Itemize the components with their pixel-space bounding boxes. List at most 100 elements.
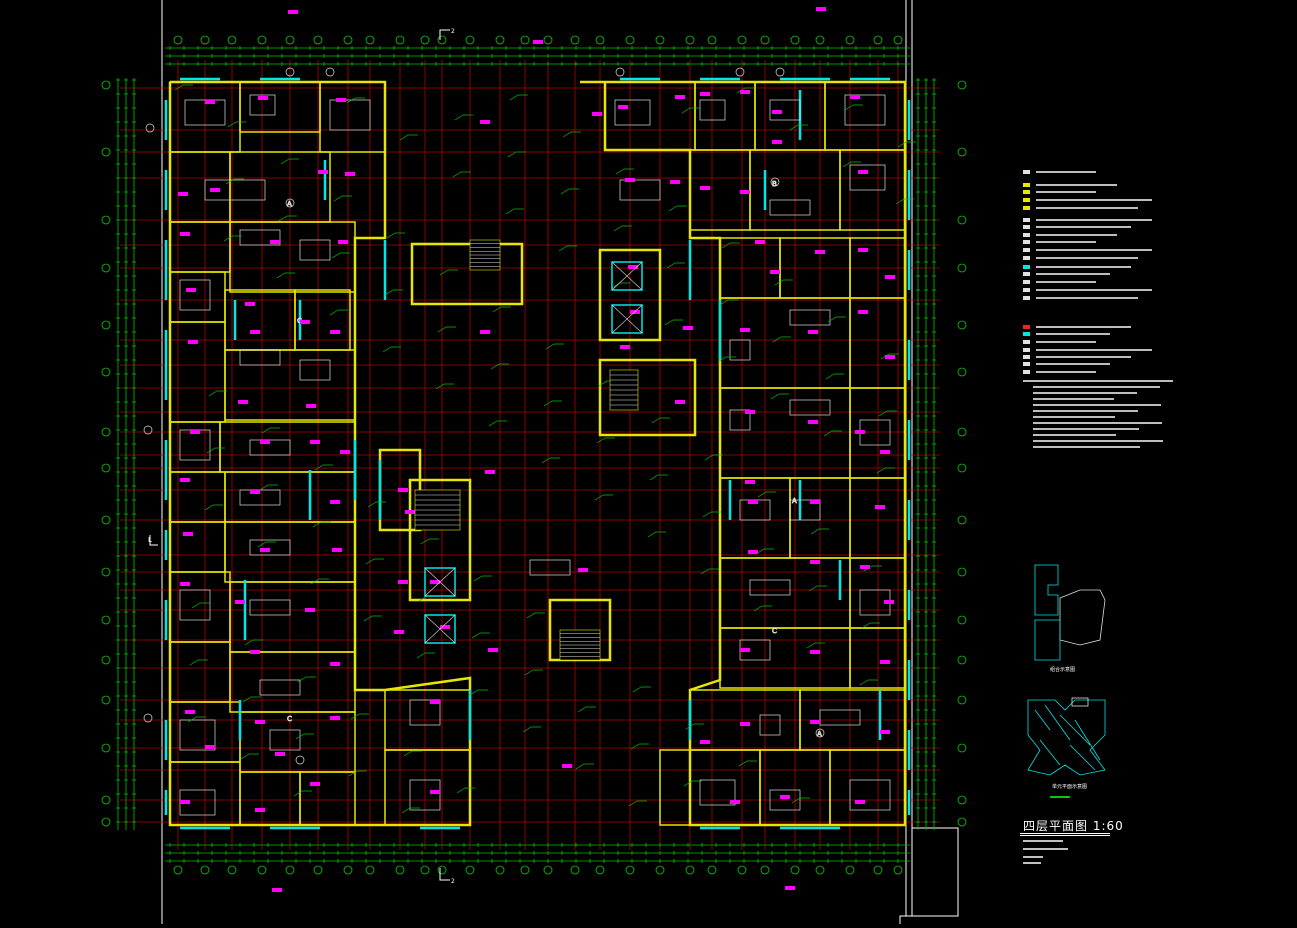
room: [384, 749, 471, 826]
room: [169, 571, 231, 643]
room-tag: [730, 800, 740, 804]
axis-bubble: [395, 35, 405, 45]
room-tag: [330, 716, 340, 720]
annotation-leader: [452, 171, 462, 178]
room-tag: [785, 886, 795, 890]
axis-bubble: [257, 35, 267, 45]
furniture-piece: [699, 99, 726, 121]
legend-text-line: [1036, 363, 1110, 365]
axis-bubble: [420, 35, 430, 45]
annotation-leader: [367, 501, 377, 508]
furniture-piece: [299, 239, 331, 261]
annotation-leader: [386, 232, 396, 239]
annotation-leader: [346, 97, 356, 104]
section-mark-bottom: 2: [451, 878, 455, 885]
room: [719, 627, 851, 689]
annotation-leader: [562, 131, 572, 138]
legend-text-line: [1036, 266, 1131, 268]
annotation-leader: [717, 356, 727, 363]
room-tag: [345, 172, 355, 176]
annotation-leader: [174, 84, 184, 91]
axis-bubble: [437, 865, 447, 875]
legend-text-line: [1036, 199, 1152, 201]
legend-swatch: [1023, 348, 1030, 352]
room-tag: [884, 600, 894, 604]
room-tag: [810, 500, 820, 504]
legend-text-line: [1036, 234, 1117, 236]
axis-bubble: [760, 35, 770, 45]
room-tag: [700, 92, 710, 96]
room-tag: [310, 440, 320, 444]
legend-swatch: [1023, 256, 1030, 260]
annotation-leader: [469, 689, 479, 696]
room-tag: [562, 764, 572, 768]
room-tag: [305, 608, 315, 612]
room-tag: [310, 782, 320, 786]
axis-bubble: [495, 865, 505, 875]
room-tag: [186, 288, 196, 292]
room-tag: [330, 330, 340, 334]
legend-text-line: [1036, 349, 1152, 351]
axis-bubble: [957, 515, 967, 525]
furniture-piece: [614, 99, 651, 126]
room: [719, 297, 851, 389]
room-tag: [770, 270, 780, 274]
annotation-leader: [242, 696, 252, 703]
axis-bubble: [790, 865, 800, 875]
annotation-leader: [844, 104, 854, 111]
room: [239, 81, 321, 133]
legend-swatch: [1023, 190, 1030, 194]
room-tag: [860, 565, 870, 569]
axis-bubble: [101, 215, 111, 225]
axis-bubble: [343, 865, 353, 875]
annotation-leader: [208, 390, 218, 397]
annotation-leader: [259, 484, 269, 491]
axis-bubble: [625, 35, 635, 45]
annotation-leader: [454, 114, 464, 121]
room-tag: [330, 500, 340, 504]
room-tag: [740, 328, 750, 332]
stairs: [414, 239, 639, 661]
annotation-leader: [456, 787, 466, 794]
annotation-leader: [664, 319, 674, 326]
axis-bubble: [595, 865, 605, 875]
axis-bubble: [957, 320, 967, 330]
fixture: [325, 67, 335, 77]
room-tag: [250, 650, 260, 654]
legend-text-line: [1036, 207, 1138, 209]
unit-plan-label: 单元平面示意图: [1052, 783, 1087, 790]
legend-text-line: [1036, 297, 1138, 299]
room: [849, 557, 906, 629]
legend-swatch: [1023, 325, 1030, 329]
legend-swatch: [1023, 288, 1030, 292]
annotation-leader: [876, 467, 886, 474]
room: [719, 387, 851, 479]
annotation-leader: [683, 780, 693, 787]
annotation-leader: [823, 430, 833, 437]
fixture: [285, 67, 295, 77]
legend-swatch: [1023, 272, 1030, 276]
furniture-piece: [769, 789, 801, 811]
axis-bubble: [313, 865, 323, 875]
axis-bubble: [101, 515, 111, 525]
room-tags: [178, 7, 895, 892]
room-tag: [625, 178, 635, 182]
annotation-leader: [789, 124, 799, 131]
axis-bubble: [760, 865, 770, 875]
room-tag: [780, 795, 790, 799]
annotation-leader: [257, 541, 267, 548]
annotation-leader: [615, 168, 625, 175]
annotation-leader: [310, 578, 320, 585]
room-tag: [188, 340, 198, 344]
room-tag: [740, 722, 750, 726]
axis-bubble: [873, 865, 883, 875]
room-tag: [740, 190, 750, 194]
annotation-leader: [808, 585, 818, 592]
axis-bubble: [570, 35, 580, 45]
annotation-leader: [507, 151, 517, 158]
annotation-leader: [418, 595, 428, 602]
room-tag: [394, 630, 404, 634]
room-tag: [485, 470, 495, 474]
room-tag: [628, 265, 638, 269]
